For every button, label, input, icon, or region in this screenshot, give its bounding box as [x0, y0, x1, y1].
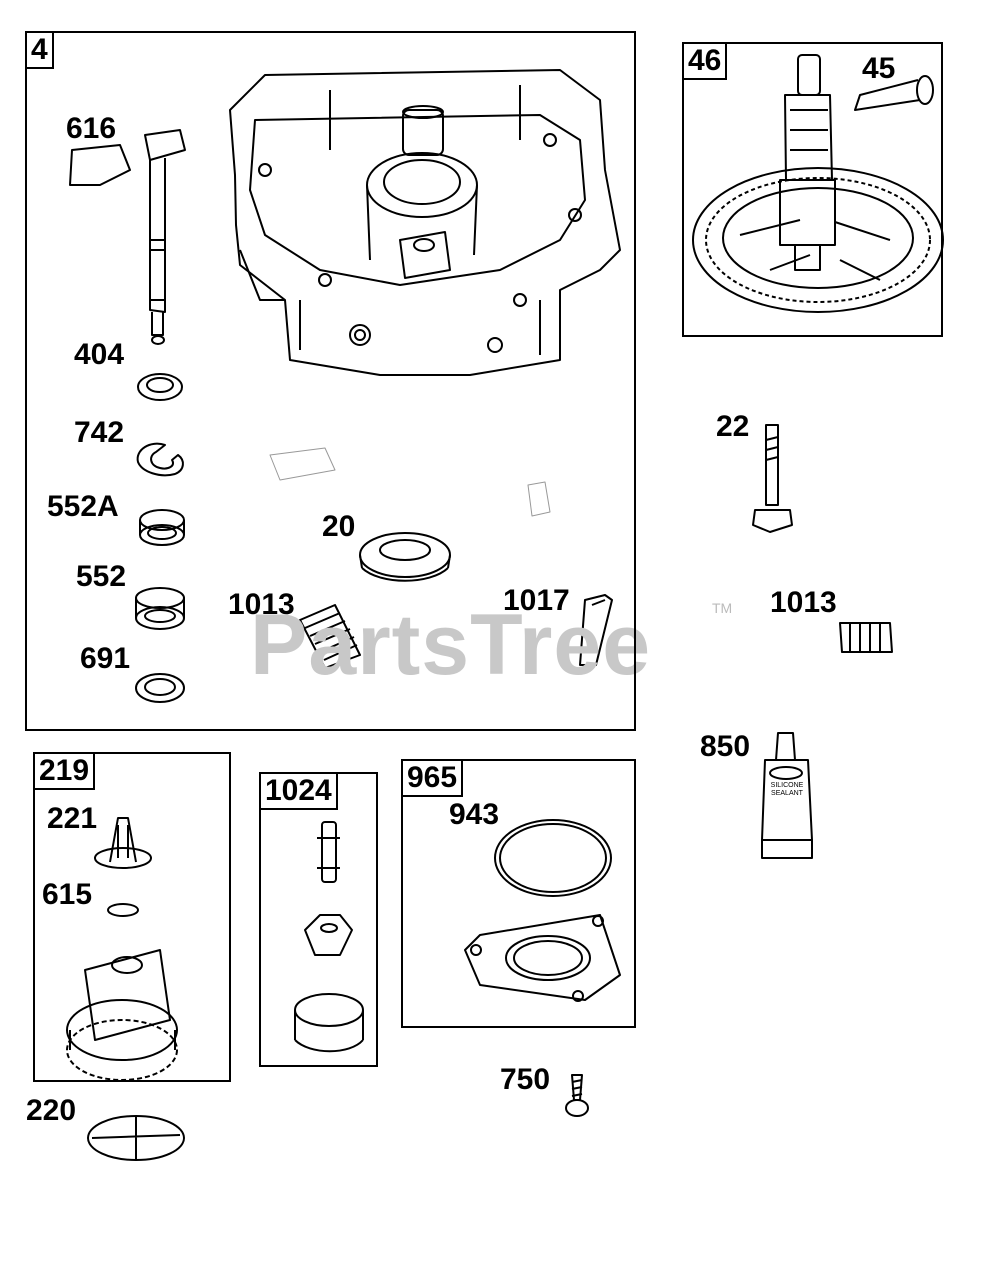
- dowel-left-drawing: [299, 604, 361, 669]
- part-label-220: 220: [26, 1094, 77, 1127]
- part-label-404: 404: [74, 338, 125, 371]
- group-46-tag: 46: [682, 42, 728, 80]
- seal-691-drawing: [135, 673, 185, 703]
- part-label-221: 221: [47, 802, 98, 835]
- group-965-tag: 965: [401, 759, 464, 797]
- group-219-tag: 219: [33, 752, 96, 790]
- group-965-frame: 965: [401, 759, 636, 1028]
- bolt-drawing: [752, 424, 793, 533]
- ring-615-drawing: [107, 903, 139, 917]
- o-ring-drawing: [494, 819, 612, 897]
- sealant-tube-line2: SEALANT: [771, 790, 803, 797]
- group-1024-tag: 1024: [259, 772, 338, 810]
- part-label-22: 22: [716, 410, 750, 443]
- group-4-tag: 4: [25, 31, 54, 69]
- governor-shaft-drawing: [69, 129, 186, 345]
- group-219-frame: 219: [33, 752, 231, 1082]
- part-label-615: 615: [42, 878, 93, 911]
- oil-pump-drawing: [294, 821, 364, 1053]
- washer-404-drawing: [137, 373, 183, 401]
- part-label-45: 45: [862, 52, 896, 85]
- pin-221-drawing: [94, 817, 152, 869]
- bushing-552a-drawing: [139, 509, 185, 546]
- watermark: PartsTree: [250, 597, 652, 693]
- part-label-943: 943: [449, 798, 500, 831]
- group-4-frame: 4: [25, 31, 636, 731]
- part-label-552a: 552A: [47, 490, 119, 523]
- part-label-20: 20: [322, 510, 356, 543]
- cover-plate-drawing: [464, 914, 621, 1002]
- bushing-552-drawing: [135, 587, 185, 630]
- seal-1017-drawing: [579, 594, 613, 666]
- screw-drawing: [565, 1074, 589, 1117]
- e-ring-drawing: [136, 442, 184, 477]
- part-label-691: 691: [80, 642, 131, 675]
- part-label-552: 552: [76, 560, 127, 593]
- sealant-tube-label: SILICONE SEALANT: [766, 782, 808, 798]
- trademark-mark: TM: [712, 600, 733, 616]
- part-label-616: 616: [66, 112, 117, 145]
- part-label-850: 850: [700, 730, 751, 763]
- washer-220-drawing: [87, 1115, 185, 1161]
- dowel-right-drawing: [839, 622, 893, 653]
- part-label-750: 750: [500, 1063, 551, 1096]
- part-label-1013-left: 1013: [228, 588, 295, 621]
- part-label-742: 742: [74, 416, 125, 449]
- sump-cover-drawing: [229, 69, 621, 376]
- pin-45-drawing: [854, 75, 934, 111]
- group-46-frame: 46: [682, 42, 943, 337]
- part-label-1013-right: 1013: [770, 586, 837, 619]
- bearing-drawing: [359, 532, 451, 582]
- sealant-tube-drawing: [761, 732, 813, 859]
- group-1024-frame: 1024: [259, 772, 378, 1067]
- part-label-1017: 1017: [503, 584, 570, 617]
- governor-gear-drawing: [66, 949, 178, 1081]
- camshaft-gear-drawing: [692, 54, 944, 313]
- sealant-tube-line1: SILICONE: [770, 782, 804, 789]
